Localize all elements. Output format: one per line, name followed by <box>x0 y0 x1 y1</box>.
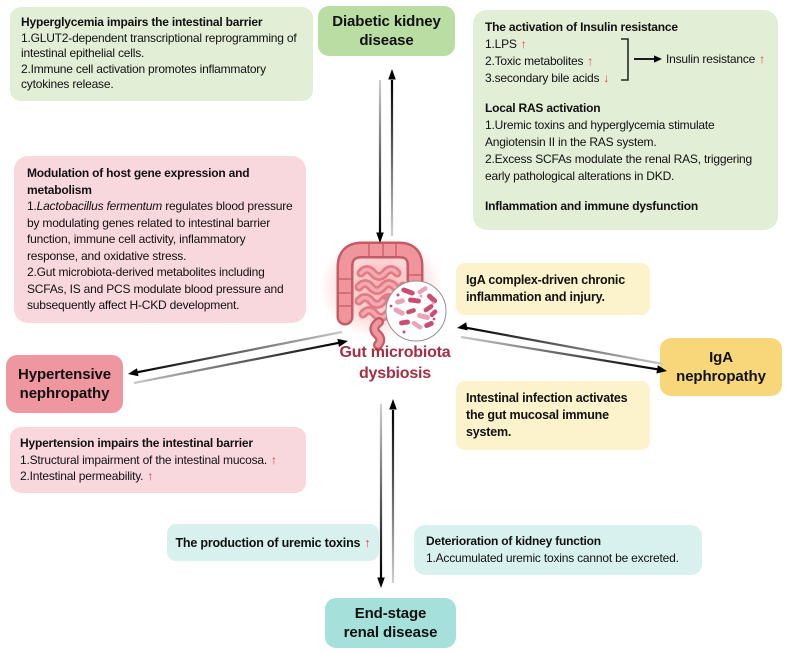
bacteria-rods <box>389 286 438 334</box>
arrow-iga-right <box>460 335 667 374</box>
iga-complex-text: IgA complex-driven chronic inflammation … <box>466 273 625 304</box>
dkd-label-line1: Diabetic kidney <box>332 12 441 30</box>
modulation-item-2: 2.Gut microbiota-derived metabolites inc… <box>27 265 284 312</box>
hypertensive-nephropathy-node: Hypertensive nephropathy <box>6 355 123 413</box>
up-arrow-icon: ↑ <box>147 469 154 483</box>
gut-microbiota-dysbiosis-label: Gut microbiota dysbiosis <box>318 342 472 384</box>
intestinal-infection-box: Intestinal infection activates the gut m… <box>456 381 650 450</box>
hypertension-item-1: 1.Structural impairment of the intestina… <box>20 452 277 467</box>
end-stage-renal-disease-node: End-stage renal disease <box>325 598 456 648</box>
hypertension-item-2: 2.Intestinal permeability.↑ <box>20 469 154 483</box>
arrow-esrd-up <box>389 399 397 583</box>
down-arrow-icon: ↓ <box>603 71 610 85</box>
esrd-label-line1: End-stage <box>354 604 427 622</box>
hyperglycemia-title: Hyperglycemia impairs the intestinal bar… <box>21 15 263 29</box>
hyperglycemia-item-1: 1.GLUT2-dependent transcriptional reprog… <box>21 30 297 61</box>
hypertension-box: Hypertension impairs the intestinal barr… <box>10 427 306 493</box>
modulation-title: Modulation of host gene expression and m… <box>27 166 250 197</box>
insulin-resistance-box: The activation of Insulin resistance 1.L… <box>473 10 778 230</box>
hyperglycemia-item-2: 2.Immune cell activation promotes inflam… <box>21 61 266 92</box>
iga-label-line1: IgA <box>709 348 733 366</box>
iga-label-line2: nephropathy <box>676 368 766 385</box>
hypertension-title: Hypertension impairs the intestinal barr… <box>20 436 253 450</box>
modulation-item-1: 1.Lactobacillus fermentum regulates bloo… <box>27 199 293 263</box>
up-arrow-icon: ↑ <box>520 37 527 51</box>
iga-nephropathy-node: IgA nephropathy <box>660 338 782 396</box>
kidney-deterioration-box: Deterioration of kidney function 1.Accum… <box>414 525 702 575</box>
arrow-esrd-down <box>377 404 385 588</box>
insulin-title: The activation of Insulin resistance <box>485 20 678 34</box>
up-arrow-icon: ↑ <box>364 535 371 550</box>
up-arrow-icon: ↑ <box>759 52 766 66</box>
infection-text: Intestinal infection activates the gut m… <box>466 391 628 439</box>
insulin-item-toxic-metabolites: 2.Toxic metabolites↑ <box>485 54 594 68</box>
deterioration-title: Deterioration of kidney function <box>426 534 601 548</box>
arrow-dkd-down <box>376 80 384 243</box>
ras-item-2: 2.Excess SCFAs modulate the renal RAS, t… <box>485 152 752 183</box>
gut-microbiota-illustration-icon <box>323 239 447 350</box>
arrow-dkd-up <box>388 69 396 236</box>
ras-item-1: 1.Uremic toxins and hyperglycemia stimul… <box>485 118 715 149</box>
insulin-resistance-result: Insulin resistance↑ <box>666 52 766 66</box>
htn-label-line2: nephropathy <box>19 385 110 402</box>
esrd-label-line2: renal disease <box>343 624 438 641</box>
htn-label-line1: Hypertensive <box>17 365 111 383</box>
hyperglycemia-box: Hyperglycemia impairs the intestinal bar… <box>10 7 313 101</box>
diabetic-kidney-disease-node: Diabetic kidney disease <box>318 6 455 56</box>
uremic-text: The production of uremic toxins↑ <box>175 535 371 550</box>
center-label-line2: dysbiosis <box>358 365 431 382</box>
dkd-label-line2: disease <box>359 32 414 49</box>
arrow-htn-right <box>133 338 348 385</box>
center-label-line1: Gut microbiota <box>339 344 451 361</box>
arrow-iga-left <box>457 322 664 366</box>
ras-title: Local RAS activation <box>485 101 601 115</box>
up-arrow-icon: ↑ <box>270 452 277 467</box>
insulin-item-lps: 1.LPS↑ <box>485 37 527 51</box>
inflammation-title: Inflammation and immune dysfunction <box>485 199 699 213</box>
deterioration-item-1: 1.Accumulated uremic toxins cannot be ex… <box>426 551 679 565</box>
species-name-italic: Lactobacillus fermentum <box>36 199 163 213</box>
arrow-htn-left <box>128 330 343 377</box>
modulation-box: Modulation of host gene expression and m… <box>14 156 306 323</box>
iga-complex-box: IgA complex-driven chronic inflammation … <box>456 263 650 315</box>
insulin-item-bile-acids: 3.secondary bile acids↓ <box>485 71 610 85</box>
uremic-toxins-box: The production of uremic toxins↑ <box>167 524 379 561</box>
up-arrow-icon: ↑ <box>587 54 594 68</box>
